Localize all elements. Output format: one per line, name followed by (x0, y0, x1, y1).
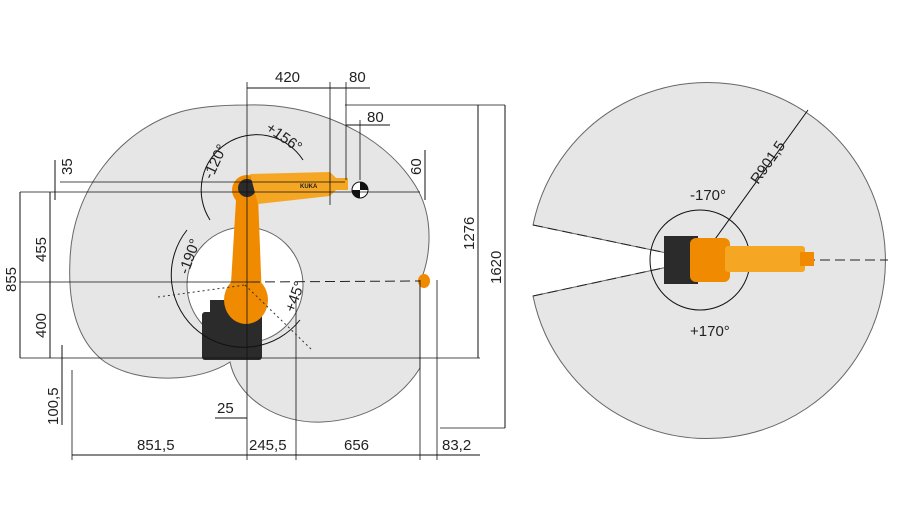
dim-656: 656 (344, 437, 369, 454)
angle-plus-170: +170° (690, 323, 730, 340)
tcp-symbol-fill (352, 182, 368, 198)
dim-855: 855 (3, 267, 20, 292)
top-view: R901,5 -170° +170° (532, 82, 888, 439)
dim-1005: 100,5 (45, 387, 62, 425)
radius-line (699, 109, 809, 261)
side-view: KUKA (3, 69, 506, 460)
dim-80-flange: 80 (367, 109, 384, 126)
angle-arc-lower (170, 229, 301, 348)
robot-top (664, 236, 814, 284)
robot-top-arm (725, 246, 805, 272)
robot-top-wrist (800, 252, 814, 266)
dim-455: 455 (33, 237, 50, 262)
robot-remote-flange (418, 274, 430, 288)
dim-420: 420 (275, 69, 300, 86)
dim-60: 60 (408, 158, 425, 175)
angle-minus-170: -170° (690, 187, 726, 204)
dim-400: 400 (33, 313, 50, 338)
angle-arc-upper (200, 134, 304, 221)
dim-1620: 1620 (488, 251, 505, 284)
robot-upper-arm (250, 172, 348, 204)
robot-shoulder (224, 276, 268, 324)
dim-25: 25 (217, 400, 234, 417)
dim-832: 83,2 (442, 437, 471, 454)
robot-top-body (690, 238, 730, 282)
robot-lower-arm (230, 196, 262, 300)
dim-35: 35 (59, 158, 76, 175)
dim-1276: 1276 (461, 217, 478, 250)
robot-logo: KUKA (300, 184, 318, 190)
dim-80-top: 80 (349, 69, 366, 86)
dotted-b (244, 284, 313, 351)
dim-2455: 245,5 (249, 437, 287, 454)
dim-8515: 851,5 (137, 437, 175, 454)
dashed-reach (249, 280, 421, 283)
